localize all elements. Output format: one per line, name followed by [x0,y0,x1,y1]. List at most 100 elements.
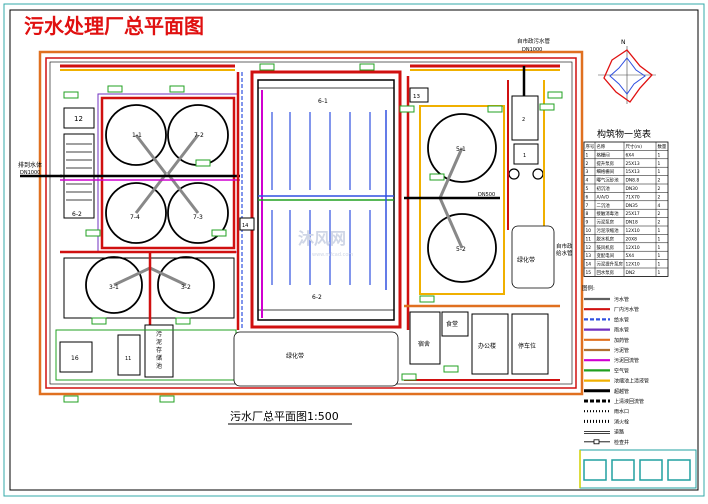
table-cell: 1 [658,236,661,242]
table-header-cell: 尺寸(m) [626,143,643,150]
sludge-storage [144,324,174,378]
table-cell: 20X8 [626,236,638,242]
legend-label: 雨水口 [614,408,629,415]
table-cell: 9 [586,220,589,226]
table-cell: 8 [586,211,589,217]
table-cell: 1 [658,228,661,234]
svg-text:13: 13 [413,94,420,100]
table-cell: 11 [586,236,592,242]
unit-13 [409,87,429,103]
svg-text:办公楼: 办公楼 [478,342,496,350]
table-cell: 1 [586,152,589,158]
table-cell: 1 [658,253,661,259]
dn500-label: DN500 [478,192,495,198]
table-cell: 曝气沉砂池 [597,177,620,184]
dorm [409,311,441,365]
svg-text:2: 2 [522,117,525,123]
table-cell: 25X13 [626,161,640,167]
annotation-tags [63,63,563,403]
city-water-label: 自市政给水管 [556,242,573,257]
table-cell: DN18 [626,220,638,226]
site-boundary [38,50,584,396]
legend-label: 空气管 [614,367,629,374]
green-belt-2-label: 绿化带 [286,352,304,360]
table-cell: 2 [658,211,661,217]
inner-frame [9,9,699,491]
table-cell: DN30 [626,186,638,192]
legend-label: 加药管 [614,337,629,344]
table-cell: 格栅间 [597,151,610,158]
table-cell: 12 [586,245,592,251]
watermark: 沐风网 [298,229,346,248]
table-cell: 4 [586,178,589,184]
svg-text:食堂: 食堂 [446,320,458,328]
table-cell: 1 [658,270,661,276]
table-cell: DN8.8 [626,178,640,184]
svg-text:14: 14 [242,223,248,229]
legend: 污水管厂内污水管给水管雨水管加药管污泥管污泥回流管空气管浓缩池上清液管超越管上清… [584,296,649,446]
table-cell: 污泥浓缩池 [597,227,620,234]
legend-label: 浓缩池上清液管 [614,378,649,385]
table-cell: 回水泵房 [597,269,615,276]
drawing-subtitle: 污水厂总平面图1:500 [230,409,339,423]
legend-label: 消火栓 [614,418,629,425]
svg-text:1-1: 1-1 [132,132,142,139]
legend-label: 给水管 [614,316,629,323]
svg-text:7-3: 7-3 [193,214,203,221]
table-cell: 13 [586,253,592,259]
legend-label: 污泥回流管 [614,357,639,364]
table-cell: 12X10 [626,228,640,234]
parking [511,313,549,375]
table-cell: 污泥提升泵房 [597,261,624,268]
table-cell: 2 [658,178,661,184]
legend-label: 雨水管 [614,327,629,334]
north-compass: N [598,39,656,104]
table-cell: 变配电间 [597,252,615,259]
table-cell: 提升泵房 [597,160,615,167]
unit-14 [239,217,255,231]
legend-label: 污泥管 [614,347,629,354]
svg-text:宿舍: 宿舍 [418,340,430,348]
table-cell: 污泥泵房 [597,219,615,226]
table-cell: 12X10 [626,245,640,251]
table-cell: 1 [658,245,661,251]
inlet-dn-label: DN1000 [522,47,542,53]
svg-text:16: 16 [71,355,79,362]
table-header-cell: 序号 [586,143,595,150]
legend-label: 污水管 [614,296,629,303]
table-cell: 1 [658,152,661,158]
table-cell: 15X13 [626,169,640,175]
svg-text:5-2: 5-2 [456,246,466,253]
table-cell: 3 [586,169,589,175]
table-cell: 15 [586,270,592,276]
table-cell: 5X4 [626,253,635,259]
svg-text:停车位: 停车位 [518,342,536,350]
svg-text:3-1: 3-1 [109,284,119,291]
table-cell: 二沉池 [597,202,611,209]
table-cell: 鼓风机房 [597,244,615,251]
legend-label: 超越管 [614,388,629,395]
page-title: 污水处理厂总平面图 [24,14,204,38]
legend-label: 上清液回流管 [614,398,644,405]
table-cell: DN2 [626,270,636,276]
table-title: 构筑物一览表 [597,128,651,140]
svg-text:1: 1 [523,153,526,159]
watermark-url: www.mfcad.com [312,252,353,258]
table-cell: 2 [658,194,661,200]
table-header-cell: 名称 [597,143,606,150]
table-cell: 2 [658,220,661,226]
svg-text:6-2: 6-2 [72,211,82,218]
table-cell: 1 [658,262,661,268]
site-inner-pipe [45,57,577,389]
table-cell: 71X70 [626,194,640,200]
table-cell: 5 [586,186,589,192]
unit-2 [511,95,539,141]
table-cell: 细格栅间 [597,168,615,175]
office [471,313,509,375]
svg-text:6-1: 6-1 [318,98,328,105]
unit-11 [117,334,141,376]
table-cell: 25X17 [626,211,640,217]
